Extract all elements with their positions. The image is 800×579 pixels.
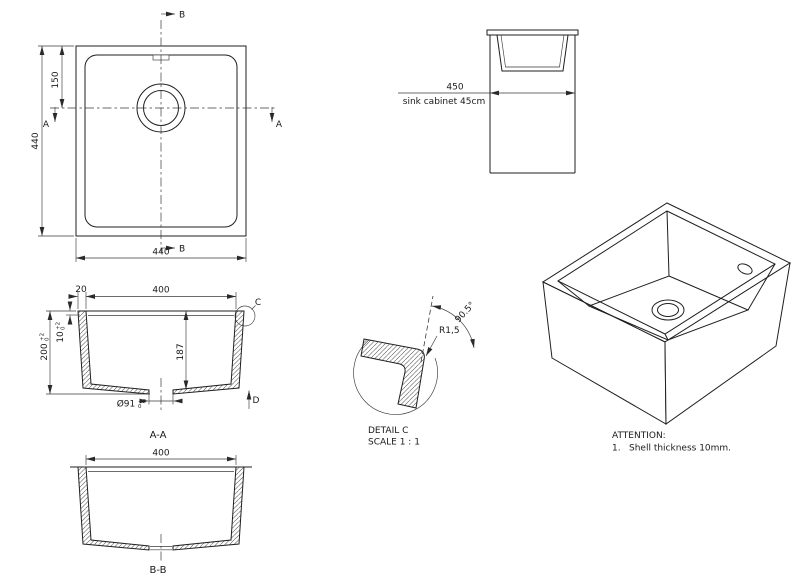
dim-drain-tol-lower: 0 — [138, 404, 142, 410]
section-a-label-left: A — [43, 120, 50, 130]
section-bb-view: 400 B-B — [70, 449, 252, 576]
detail-c-view: 90.5° R1,5 DETAIL C SCALE 1 : 1 — [353, 295, 478, 448]
drain-ring-inner — [657, 303, 679, 317]
aa-drain-dimension: Ø91 +2 0 — [117, 394, 183, 410]
section-aa-view: 20 400 200 +2 0 10 +2 0 187 — [40, 285, 262, 441]
attention-note: ATTENTION: 1. Shell thickness 10mm. — [612, 431, 731, 454]
view-d-label: D — [253, 396, 260, 406]
detail-caption-line1: DETAIL C — [368, 426, 408, 436]
attention-title: ATTENTION: — [612, 431, 666, 441]
cabinet-view: 450 sink cabinet 45cm — [398, 29, 579, 174]
dim-drain-tol-upper: +2 — [138, 399, 146, 405]
dim-150-drain-offset: 150 — [51, 71, 61, 88]
dim-400-inner-bb: 400 — [152, 449, 169, 459]
section-bb-caption: B-B — [150, 565, 167, 576]
detail-c-label: C — [255, 298, 261, 308]
bb-dimension: 400 — [85, 449, 237, 465]
aa-top-dimensions: 20 400 — [68, 285, 237, 309]
plan-view: B B A A 440 150 440 — [31, 11, 283, 262]
cabinet-dimension: 450 sink cabinet 45cm — [398, 83, 575, 107]
sink-front-right-face — [664, 261, 791, 425]
overflow-hole — [737, 263, 753, 275]
attention-item-text: Shell thickness 10mm. — [629, 444, 731, 454]
dim-200-depth: 200 — [40, 343, 50, 360]
detail-c-circle — [234, 305, 256, 327]
section-aa-caption: A-A — [150, 430, 167, 441]
isometric-view — [541, 202, 792, 425]
drain-ring-outer — [651, 299, 685, 321]
dim-187-inner-depth: 187 — [176, 343, 186, 360]
attention-item-number: 1. — [612, 444, 621, 454]
detail-radius-leader — [425, 335, 438, 357]
dim-200-tol-lower: 0 — [45, 337, 51, 341]
dim-10-tol-lower: 0 — [61, 326, 67, 330]
countertop — [486, 29, 579, 36]
dim-10-tol-upper: +2 — [56, 322, 62, 330]
aa-left-wall-section — [77, 310, 150, 395]
basin-wall-edge-front — [664, 333, 669, 341]
section-b-label-bottom: B — [179, 245, 185, 255]
dim-10-rim: 10 — [56, 331, 66, 343]
dim-440-height: 440 — [31, 132, 41, 149]
dim-20-wall: 20 — [75, 285, 87, 295]
detail-reference-line — [420, 295, 434, 363]
dim-450-cabinet: 450 — [446, 83, 463, 93]
cabinet-caption: sink cabinet 45cm — [403, 97, 485, 107]
basin-wall-edge-right — [747, 263, 776, 311]
bb-right-wall-section — [172, 466, 245, 551]
basin-profile-outer — [496, 34, 569, 72]
basin-wall-edge-left — [557, 280, 590, 307]
basin-profile-inner — [500, 34, 565, 68]
detail-corner-section — [360, 338, 425, 409]
aa-depth-dimensions: 200 +2 0 10 +2 0 187 — [40, 301, 189, 395]
detail-angle-arc — [431, 305, 475, 349]
dim-400-inner: 400 — [152, 286, 169, 296]
detail-boundary-arc — [353, 339, 438, 415]
detail-caption-line2: SCALE 1 : 1 — [368, 438, 420, 448]
dim-200-tol-upper: +2 — [40, 333, 46, 341]
bb-left-wall-section — [77, 466, 150, 551]
section-b-label-top: B — [179, 11, 185, 21]
dim-440-width: 440 — [152, 248, 169, 258]
basin-wall-edge-back — [666, 210, 670, 277]
detail-angle-label: 90.5° — [454, 300, 478, 325]
detail-c-leader — [251, 305, 256, 310]
section-a-label-right: A — [276, 120, 283, 130]
dim-drain-diameter: Ø91 — [117, 399, 136, 410]
detail-radius-label: R1,5 — [439, 326, 460, 336]
sink-basin-floor — [587, 275, 750, 341]
plan-dimensions: 440 150 440 — [31, 45, 247, 262]
